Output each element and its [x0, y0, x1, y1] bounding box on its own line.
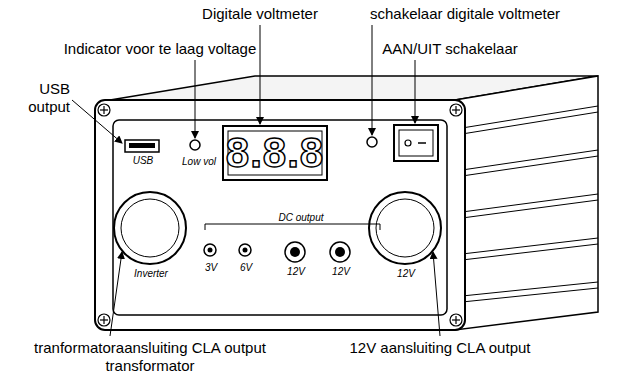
callout-label: schakelaar digitale voltmeter	[350, 5, 580, 23]
callout-label: AAN/UIT schakelaar	[360, 40, 540, 58]
panel-marking: 3V	[198, 262, 224, 274]
marking-text: 12V	[332, 266, 350, 277]
callout-label: Indicator voor te laag voltage	[20, 40, 300, 58]
display-readout: 8.8.8	[223, 126, 327, 180]
marking-text: DC output	[278, 212, 323, 223]
panel-marking: 6V	[233, 262, 259, 274]
panel-marking: 12V	[326, 266, 356, 278]
callout-label: tranformatoraansluiting CLA output trans…	[30, 339, 270, 375]
panel-marking: 12V	[390, 268, 422, 280]
panel-marking: Low vol	[178, 156, 220, 168]
panel-marking: USB	[125, 155, 161, 167]
marking-text: 3V	[205, 262, 217, 273]
callout-label: USB output	[18, 80, 70, 116]
marking-text: Inverter	[134, 268, 168, 279]
callout-label: Digitale voltmeter	[180, 5, 340, 23]
panel-marking: DC output	[262, 212, 340, 224]
marking-text: 6V	[240, 262, 252, 273]
marking-text: 12V	[397, 268, 415, 279]
marking-text: 12V	[287, 266, 305, 277]
marking-text: Low vol	[182, 156, 216, 167]
marking-text: USB	[133, 155, 154, 166]
panel-marking: Inverter	[118, 268, 184, 280]
panel-marking: 12V	[281, 266, 311, 278]
callout-label: 12V aansluiting CLA output	[300, 339, 580, 357]
